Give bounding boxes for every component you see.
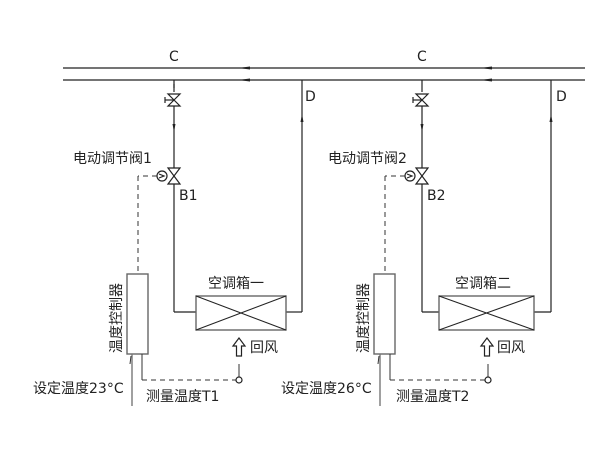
temperature-controller — [126, 273, 149, 355]
setpoint-tick — [377, 355, 380, 365]
flow-arrow-icon — [420, 124, 424, 132]
flow-arrow-icon — [300, 114, 304, 122]
setpoint-label: 设定温度23°C — [33, 381, 124, 397]
shutoff-valve-icon — [164, 93, 182, 107]
setpoint-label: 设定温度26°C — [281, 381, 372, 397]
setpoint-tick — [129, 355, 132, 365]
valve-label: 电动调节阀2 — [328, 151, 407, 167]
ahu-label: 空调箱一 — [208, 276, 264, 292]
node-c-label: C — [417, 49, 427, 65]
valve-point-label: B2 — [427, 188, 446, 204]
node-d-label: D — [556, 89, 567, 105]
return-air-arrow-icon — [479, 337, 495, 357]
node-c-label: C — [169, 49, 179, 65]
air-handling-unit-coil — [195, 295, 287, 331]
controller-label: 温度控制器 — [109, 283, 125, 353]
valve-label: 电动调节阀1 — [73, 151, 152, 167]
motorized-valve-icon — [156, 167, 182, 185]
measured-label: 测量温度T2 — [396, 389, 469, 405]
return-air-label: 回风 — [497, 340, 525, 356]
flow-arrow-icon — [549, 114, 553, 122]
return-air-label: 回风 — [250, 340, 278, 356]
flow-arrow-icon — [238, 66, 250, 70]
controller-label: 温度控制器 — [356, 283, 372, 353]
temperature-sensor-icon — [484, 376, 492, 384]
measured-label: 测量温度T1 — [146, 389, 219, 405]
node-d-label: D — [305, 89, 316, 105]
valve-point-label: B1 — [179, 188, 198, 204]
flow-arrow-icon — [480, 78, 492, 82]
unit-2: C D 电动调节阀2 B2 空调箱二 回风 — [281, 49, 567, 406]
ahu-label: 空调箱二 — [455, 276, 511, 292]
return-air-arrow-icon — [231, 337, 247, 357]
temperature-controller — [373, 273, 396, 355]
flow-arrow-icon — [172, 124, 176, 132]
flow-arrow-icon — [480, 66, 492, 70]
unit-1: C D 电动调节阀1 B1 空调箱一 — [33, 49, 316, 406]
shutoff-valve-icon — [412, 93, 430, 107]
temperature-sensor-icon — [235, 376, 243, 384]
flow-arrow-icon — [238, 78, 250, 82]
motorized-valve-icon — [404, 167, 430, 185]
air-handling-unit-coil — [438, 295, 535, 331]
